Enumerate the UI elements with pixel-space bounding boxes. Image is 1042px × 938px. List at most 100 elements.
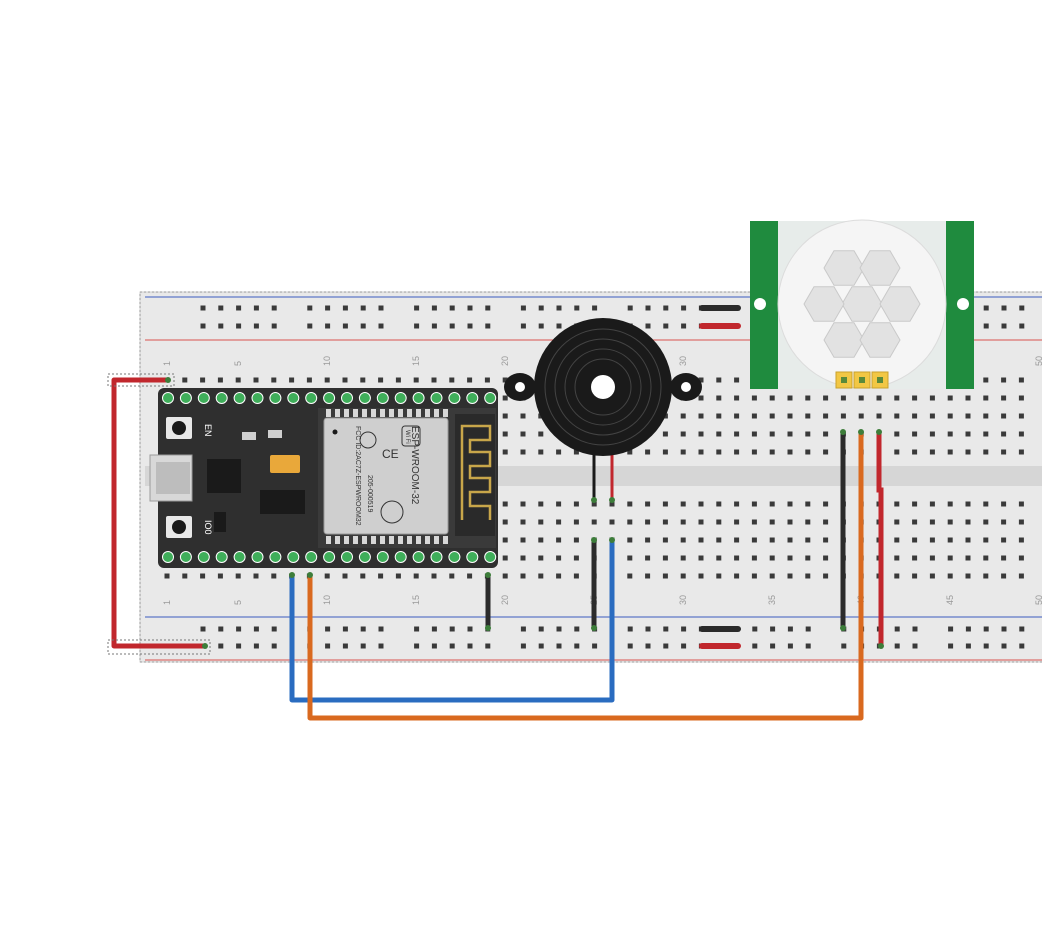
esp32-pin (269, 392, 282, 404)
module-pad (335, 536, 340, 544)
rail-hole (787, 643, 793, 649)
breadboard-hole (1001, 395, 1007, 401)
breadboard-hole (502, 449, 508, 455)
rail-hole (325, 626, 331, 632)
usb-uart-chip (207, 459, 241, 493)
rail-hole (538, 323, 544, 329)
breadboard-hole (751, 519, 757, 525)
module-pad (326, 409, 331, 417)
wire-end-dot (485, 625, 491, 631)
rail-hole (1001, 305, 1007, 311)
breadboard-hole (324, 573, 330, 579)
breadboard-hole (698, 519, 704, 525)
breadboard-hole (1001, 537, 1007, 543)
breadboard-hole (947, 413, 953, 419)
breadboard-hole (929, 501, 935, 507)
breadboard-hole (805, 413, 811, 419)
breadboard-hole (253, 377, 259, 383)
rail-hole (236, 305, 242, 311)
rail-hole (1019, 323, 1025, 329)
esp32-pin (484, 551, 497, 563)
column-number-bottom: 20 (500, 595, 510, 605)
breadboard-hole (894, 449, 900, 455)
breadboard-hole (680, 431, 686, 437)
column-number-bottom: 1 (162, 600, 172, 605)
breadboard-hole (787, 555, 793, 561)
rail-hole (663, 626, 669, 632)
breadboard-hole (324, 377, 330, 383)
breadboard-hole (947, 519, 953, 525)
esp32-pin (412, 551, 425, 563)
breadboard-hole (734, 431, 740, 437)
wire-orange-pir-signal (307, 432, 864, 721)
rail-hole (218, 643, 224, 649)
breadboard-hole (662, 555, 668, 561)
en-button[interactable] (172, 421, 186, 435)
rail-hole (556, 643, 562, 649)
breadboard-hole (680, 573, 686, 579)
io0-button[interactable] (172, 520, 186, 534)
rail-hole (520, 643, 526, 649)
wroom-module-shield (323, 417, 449, 535)
breadboard-hole (431, 573, 437, 579)
breadboard-hole (787, 431, 793, 437)
breadboard-hole (306, 377, 312, 383)
rail-hole (236, 626, 242, 632)
breadboard-hole (680, 413, 686, 419)
pir-header-pins (835, 371, 889, 389)
breadboard-hole (787, 413, 793, 419)
breadboard-hole (983, 519, 989, 525)
rail-hole (431, 643, 437, 649)
breadboard-hole (520, 555, 526, 561)
breadboard-hole (840, 395, 846, 401)
breadboard-hole (751, 413, 757, 419)
rail-hole (627, 626, 633, 632)
breadboard-hole (894, 555, 900, 561)
breadboard-hole (431, 377, 437, 383)
piezo-buzzer (504, 318, 702, 500)
breadboard-hole (734, 573, 740, 579)
module-pad (443, 409, 448, 417)
module-name: ESP-WROOM-32 (409, 426, 420, 505)
esp32-pin (341, 392, 353, 404)
breadboard-hole (751, 555, 757, 561)
rail-hole (218, 305, 224, 311)
breadboard-hole (965, 501, 971, 507)
breadboard-hole (449, 573, 455, 579)
breadboard-hole (751, 431, 757, 437)
breadboard-hole (200, 377, 206, 383)
wire-end-dot (609, 537, 615, 543)
breadboard-hole (573, 449, 579, 455)
pcb-antenna-trace (460, 424, 492, 520)
rail-hole (307, 305, 313, 311)
breadboard-hole (823, 449, 829, 455)
wires (107, 305, 884, 721)
breadboard-hole (983, 377, 989, 383)
breadboard-hole (823, 537, 829, 543)
breadboard-hole (627, 519, 633, 525)
esp32-pin (394, 392, 407, 404)
wire-end-dot (840, 625, 846, 631)
breadboard-hole (627, 449, 633, 455)
breadboard-hole (734, 377, 740, 383)
fresnel-hex (803, 286, 845, 322)
breadboard-hole (556, 449, 562, 455)
esp32-pin (376, 392, 389, 404)
breadboard-hole (965, 537, 971, 543)
rail-hole (1019, 305, 1025, 311)
breadboard-hole (645, 501, 651, 507)
breadboard-hole (627, 537, 633, 543)
breadboard-hole (217, 573, 223, 579)
esp32-pin (323, 551, 336, 563)
module-pad (362, 536, 367, 544)
rail-hole (218, 323, 224, 329)
module-pad (326, 536, 331, 544)
breadboard-hole (734, 537, 740, 543)
module-pad (335, 409, 340, 417)
capacitor (270, 455, 300, 473)
rail-hole (325, 323, 331, 329)
rail-hole (200, 305, 206, 311)
rail-hole (236, 643, 242, 649)
breadboard-hole (413, 573, 419, 579)
breadboard-hole (662, 431, 668, 437)
